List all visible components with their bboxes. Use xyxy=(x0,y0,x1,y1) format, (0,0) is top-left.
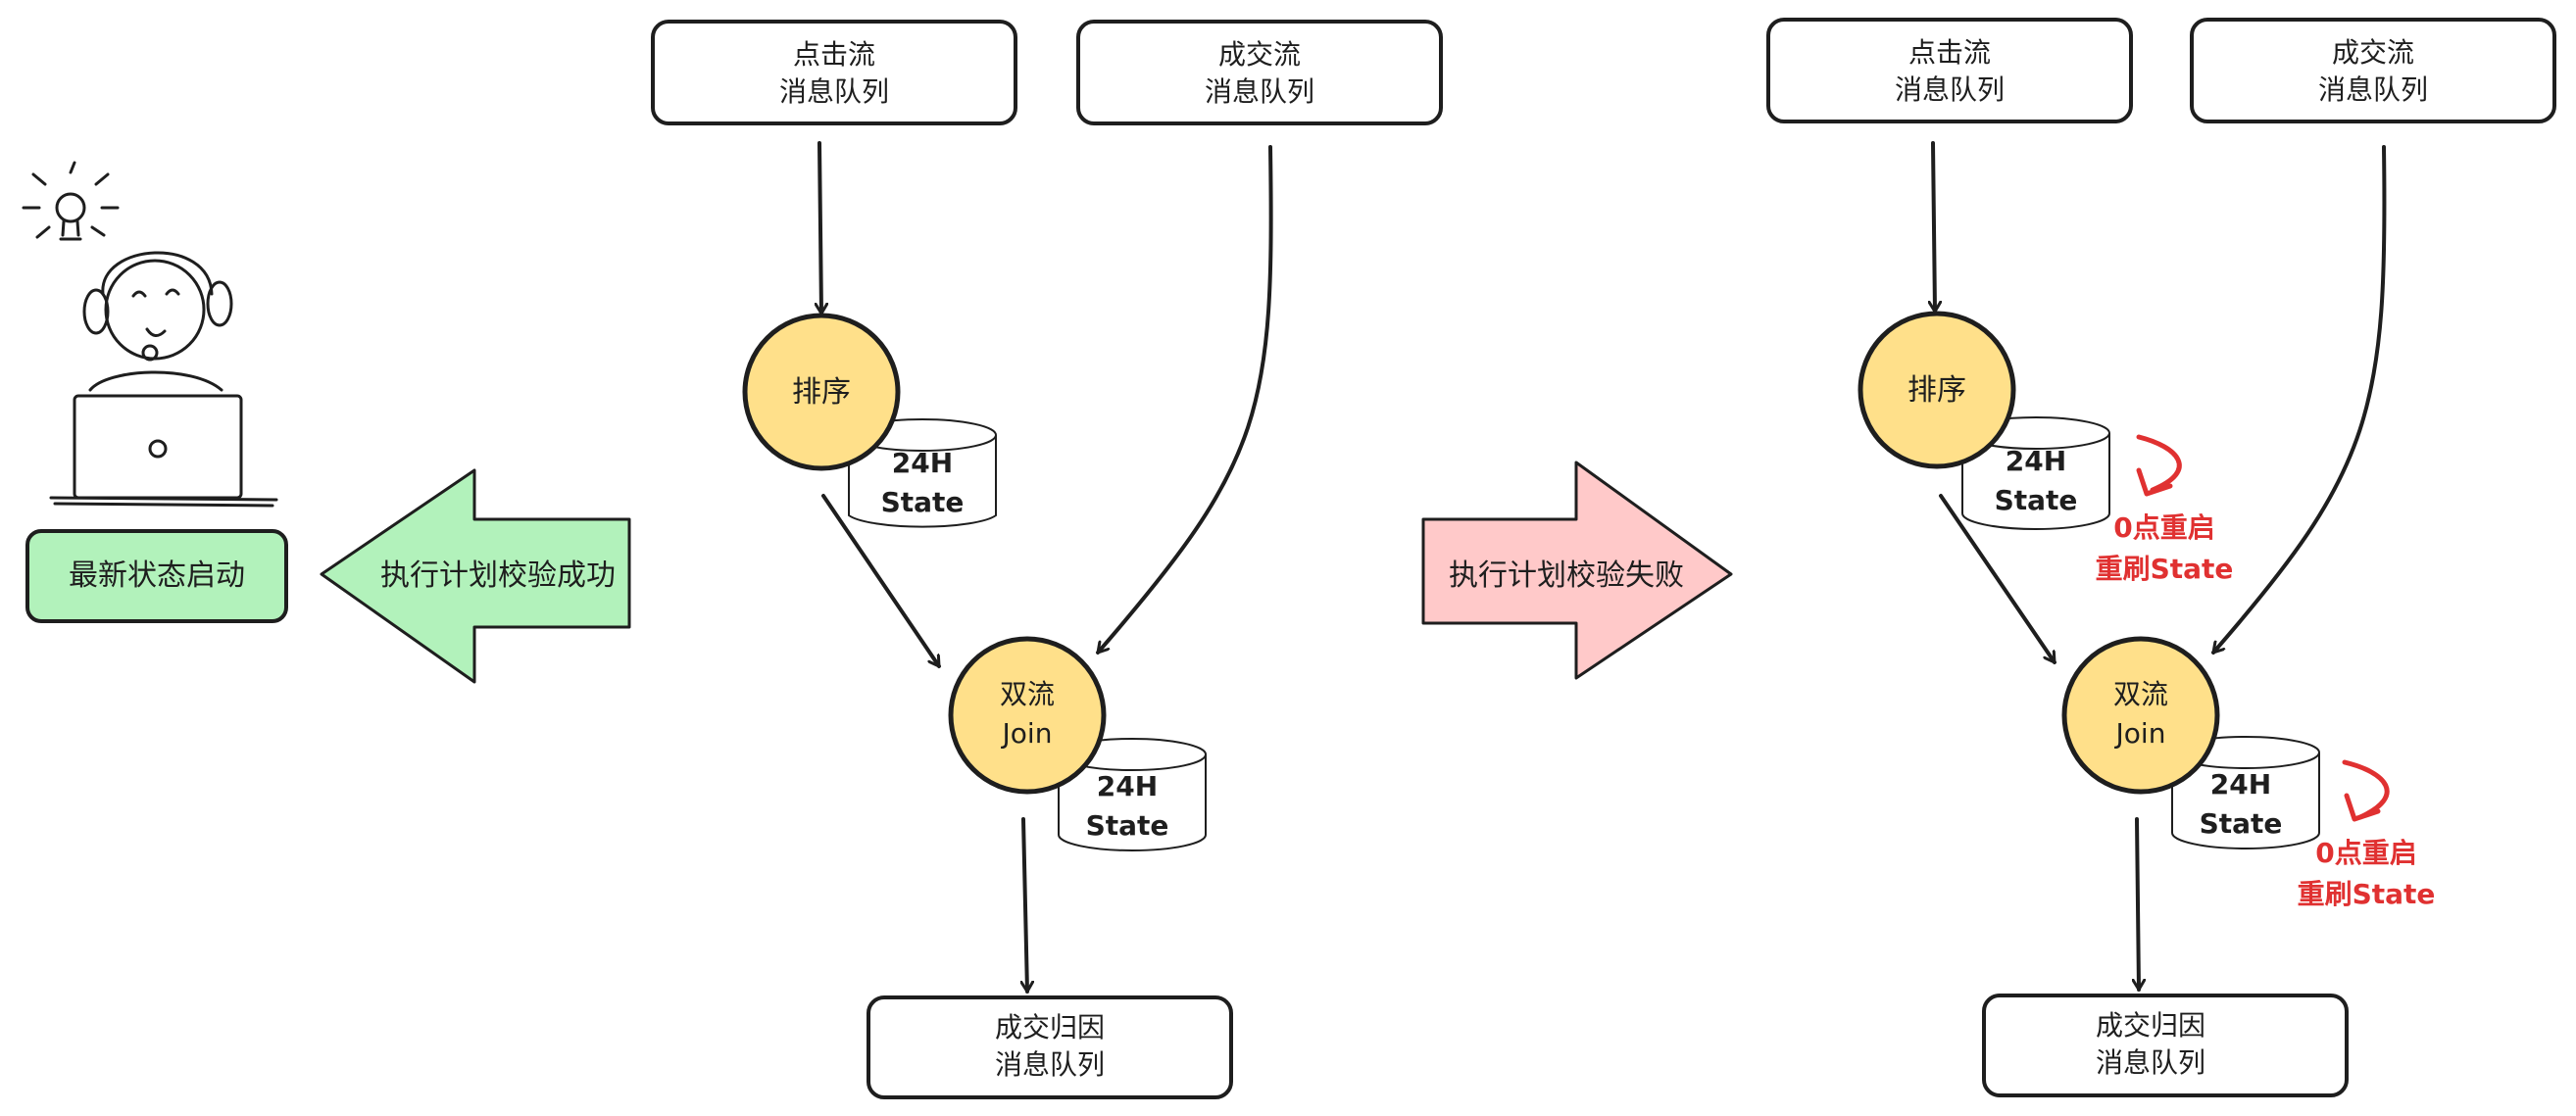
right-deal-stream-subtitle: 消息队列 xyxy=(2318,73,2428,106)
left-attribution-title: 成交归因 xyxy=(995,1011,1105,1043)
curved-arrow-icon xyxy=(2136,434,2182,493)
right-join-state-duration: 24H xyxy=(2210,768,2271,801)
left-flow: 点击流 消息队列 成交流 消息队列 24H State 排序 xyxy=(651,20,1443,1099)
person-with-laptop-icon xyxy=(22,161,278,508)
left-join-state-duration: 24H xyxy=(1097,770,1158,802)
left-arrow-sort-to-join xyxy=(821,494,941,668)
start-badge-label: 最新状态启动 xyxy=(69,558,245,593)
right-join-reset-note: 0点重启 重刷State xyxy=(2298,759,2436,910)
right-deal-stream-title: 成交流 xyxy=(2332,36,2414,69)
fail-arrow-label: 执行计划校验失败 xyxy=(1449,558,1684,593)
left-sort-state-label: State xyxy=(881,486,965,518)
left-deal-stream-title: 成交流 xyxy=(1218,38,1301,71)
lightbulb-icon xyxy=(22,161,120,241)
left-click-stream-subtitle: 消息队列 xyxy=(779,75,889,108)
right-attribution-subtitle: 消息队列 xyxy=(2096,1046,2205,1079)
success-arrow: 执行计划校验成功 xyxy=(320,468,631,684)
right-sort-state-label: State xyxy=(1995,484,2078,516)
right-sort-reset-line1: 0点重启 xyxy=(2113,511,2214,544)
right-join-reset-line1: 0点重启 xyxy=(2315,837,2416,869)
right-flow: 点击流 消息队列 成交流 消息队列 24H State 排序 xyxy=(1766,18,2556,1097)
left-click-stream-queue: 点击流 消息队列 xyxy=(651,20,1017,125)
left-attribution-queue: 成交归因 消息队列 xyxy=(867,995,1233,1099)
right-sort-reset-note: 0点重启 重刷State xyxy=(2096,434,2234,585)
left-join-node-title: 双流 xyxy=(1000,678,1055,710)
right-click-stream-queue: 点击流 消息队列 xyxy=(1766,18,2133,123)
right-join-state-label: State xyxy=(2200,807,2283,840)
right-join-node-title: 双流 xyxy=(2113,678,2168,710)
left-join-node: 双流 Join xyxy=(948,636,1107,795)
right-join-state: 24H State xyxy=(2171,736,2320,849)
right-sort-reset-line2: 重刷State xyxy=(2096,553,2234,585)
right-attribution-queue: 成交归因 消息队列 xyxy=(1982,994,2349,1097)
right-click-stream-subtitle: 消息队列 xyxy=(1895,73,2005,106)
right-join-node: 双流 Join xyxy=(2061,636,2220,795)
left-sort-state-duration: 24H xyxy=(892,447,953,479)
left-attribution-subtitle: 消息队列 xyxy=(995,1048,1105,1081)
left-join-node-subtitle: Join xyxy=(1001,717,1053,750)
left-arrow-join-to-attribution xyxy=(1023,817,1027,994)
right-arrow-join-to-attribution xyxy=(2137,817,2139,992)
left-click-stream-title: 点击流 xyxy=(793,38,875,71)
right-arrow-click-to-sort xyxy=(1933,141,1935,314)
right-join-reset-line2: 重刷State xyxy=(2298,878,2436,910)
curved-arrow-icon xyxy=(2342,759,2390,820)
right-arrow-deal-to-join xyxy=(2211,145,2387,655)
left-sort-node: 排序 xyxy=(742,313,901,471)
right-sort-node-label: 排序 xyxy=(1907,373,1966,408)
right-sort-node: 排序 xyxy=(1858,311,2016,469)
left-arrow-click-to-sort xyxy=(819,141,821,315)
left-deal-stream-queue: 成交流 消息队列 xyxy=(1076,20,1443,125)
start-badge: 最新状态启动 xyxy=(25,529,288,623)
right-sort-state-duration: 24H xyxy=(2006,445,2066,477)
right-attribution-title: 成交归因 xyxy=(2096,1009,2205,1042)
left-deal-stream-subtitle: 消息队列 xyxy=(1205,75,1314,108)
right-arrow-sort-to-join xyxy=(1939,494,2056,664)
success-arrow-label: 执行计划校验成功 xyxy=(380,558,616,593)
right-click-stream-title: 点击流 xyxy=(1908,36,1991,69)
right-join-node-subtitle: Join xyxy=(2114,717,2166,750)
left-arrow-deal-to-join xyxy=(1096,145,1273,655)
left-join-state-label: State xyxy=(1086,809,1169,842)
fail-arrow: 执行计划校验失败 xyxy=(1421,461,1733,680)
left-sort-node-label: 排序 xyxy=(792,375,851,410)
right-deal-stream-queue: 成交流 消息队列 xyxy=(2190,18,2556,123)
